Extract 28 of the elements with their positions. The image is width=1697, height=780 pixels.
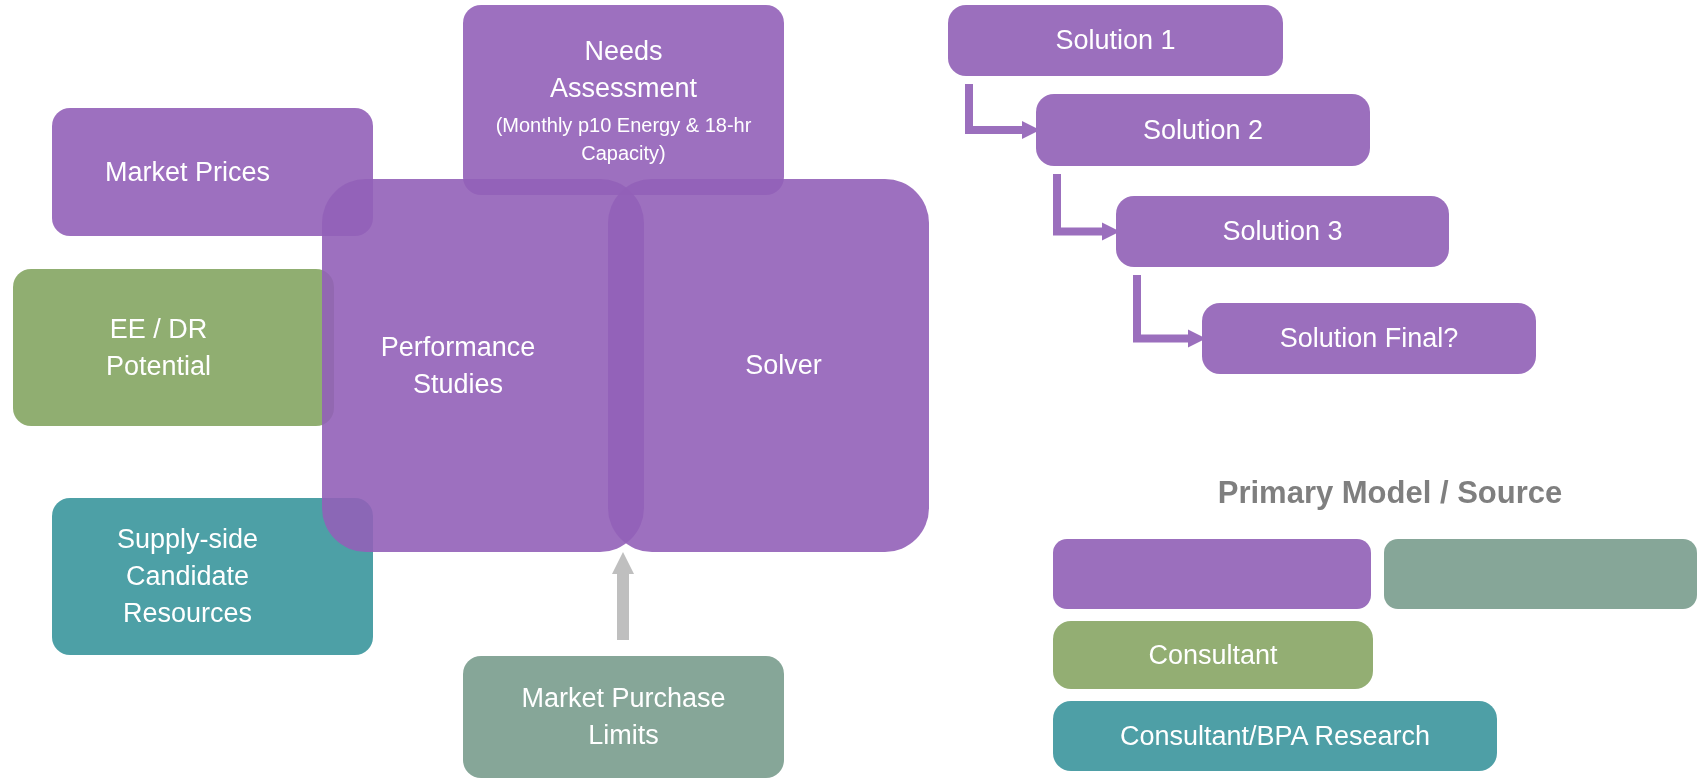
- node-title: Needs Assessment: [548, 35, 699, 105]
- legend-box: [1053, 539, 1371, 609]
- node-title: Solution 3: [1222, 215, 1343, 248]
- node-title: Consultant/BPA Research: [1119, 719, 1431, 753]
- node-title: Market Prices: [104, 155, 270, 189]
- process-box: [463, 656, 784, 778]
- process-box: [1036, 94, 1370, 166]
- node-title: Solution Final?: [1279, 322, 1459, 355]
- process-box: [1053, 621, 1373, 689]
- node-title: Solution 2: [1142, 113, 1264, 147]
- node-title: EE / DR Potential: [104, 312, 213, 383]
- process-box: [52, 108, 373, 236]
- legend-heading: Primary Model / Source: [1216, 474, 1564, 512]
- arrow: [612, 552, 634, 640]
- legend-box: [1384, 539, 1697, 609]
- process-box: [1053, 701, 1497, 771]
- node-title: Solution 1: [1055, 24, 1176, 57]
- node-subtitle: (Monthly p10 Energy & 18-hr Capacity): [494, 113, 753, 166]
- node-title: Market Purchase Limits: [520, 682, 727, 752]
- node-title: Consultant: [1148, 638, 1278, 672]
- process-box: [52, 498, 373, 655]
- process-box: [1202, 303, 1536, 374]
- process-box: [948, 5, 1283, 76]
- node-title: Supply-side Candidate Resources: [115, 523, 260, 630]
- process-box: [608, 179, 929, 552]
- node-title: Solver: [745, 349, 822, 382]
- node-title: Performance Studies: [379, 330, 537, 401]
- process-box: [1116, 196, 1449, 267]
